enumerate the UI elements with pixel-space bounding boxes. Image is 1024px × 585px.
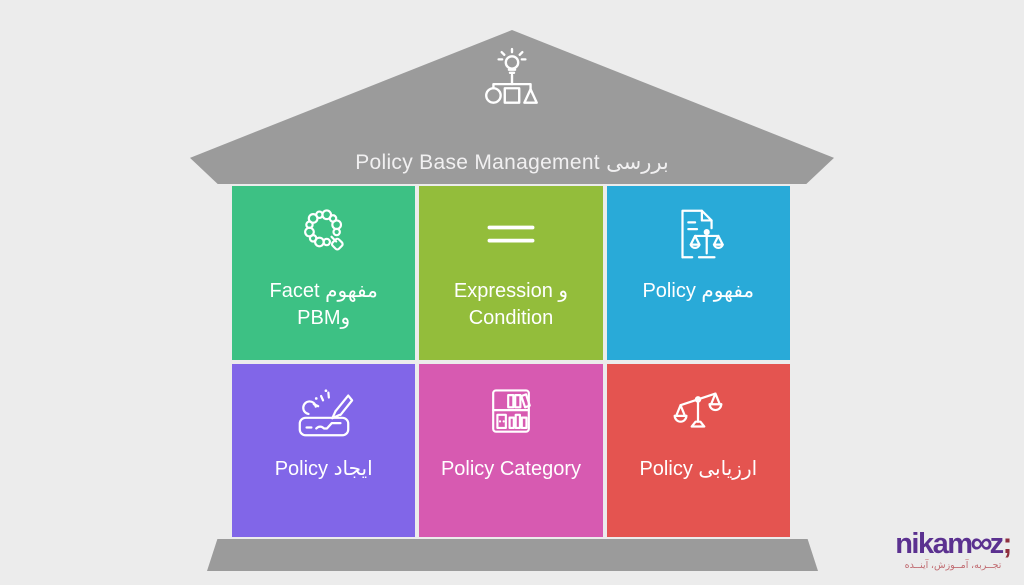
diagram-title: Policy Base Management بررسی bbox=[355, 151, 669, 174]
house-base bbox=[207, 539, 818, 571]
logo-wordmark: nikam∞z; bbox=[884, 527, 1022, 559]
tile-policy-category: Policy Category bbox=[419, 363, 603, 537]
tile-label: ارزیابی Policy bbox=[639, 457, 758, 480]
logo-tagline: تجــربه، آمــوزش، آینــده bbox=[904, 560, 1002, 571]
equals-lines-icon bbox=[481, 202, 541, 266]
tile-label: Policy Category bbox=[440, 457, 582, 480]
bookshelf-icon bbox=[481, 380, 541, 444]
engraving-pen-icon bbox=[293, 380, 355, 444]
tile-label: ایجاد Policy bbox=[274, 457, 373, 480]
house-roof: Policy Base Management بررسی bbox=[190, 30, 834, 184]
idea-flowchart-icon bbox=[476, 47, 548, 113]
tile-label: مفهوم Policy bbox=[642, 280, 755, 302]
policy-document-scales-icon bbox=[667, 202, 729, 266]
tilted-scales-icon bbox=[667, 380, 729, 444]
tile-expression-condition: Expression و Condition bbox=[419, 186, 603, 360]
nikamooz-logo: nikam∞z; تجــربه، آمــوزش، آینــده bbox=[884, 527, 1022, 571]
tile-facet-pbm: مفهوم Facet وPBM bbox=[232, 186, 416, 360]
logo-semicolon: ; bbox=[1002, 528, 1013, 560]
logo-text-start: nikam bbox=[895, 528, 973, 560]
tile-policy-evaluate: ارزیابی Policy bbox=[606, 363, 790, 537]
bead-ring-icon bbox=[294, 202, 354, 266]
tile-label: مفهوم Facet وPBM bbox=[269, 280, 378, 329]
tile-grid: مفهوم Facet وPBM Expression و Condition bbox=[232, 186, 790, 537]
tile-label: Expression و Condition bbox=[453, 280, 569, 329]
tile-policy-concept: مفهوم Policy bbox=[606, 186, 790, 360]
logo-text-end: z bbox=[989, 528, 1005, 560]
tile-policy-create: ایجاد Policy bbox=[232, 363, 416, 537]
logo-infinity-icon: ∞ bbox=[970, 525, 993, 560]
